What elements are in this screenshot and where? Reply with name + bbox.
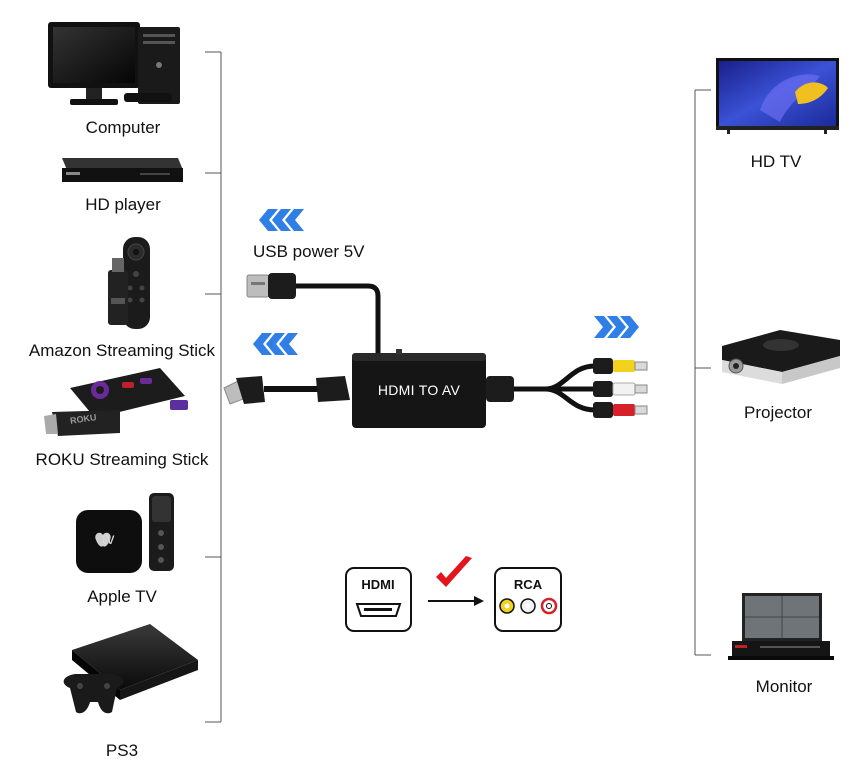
usb-power-label: USB power 5V [253,242,365,261]
computer-icon [48,22,180,105]
source-label-computer: Computer [85,118,161,137]
monitor-icon [728,593,834,660]
apple-tv-logo-text: tv [102,531,115,548]
output-label-hd-tv: HD TV [750,152,802,171]
hdmi-card-label: HDMI [361,577,395,592]
usb-cable [246,273,381,355]
rca-card-label: RCA [513,577,543,592]
roku-stick-icon [44,368,188,436]
amazon-stick-icon [108,237,150,329]
source-label-amazon-stick: Amazon Streaming Stick [28,341,216,360]
converter-box [352,349,486,428]
hdmi-input-arrows-icon [253,333,298,355]
rca-card [494,567,562,632]
rca-cable [486,358,648,418]
output-label-monitor: Monitor [755,677,813,696]
hd-tv-icon [716,58,839,134]
right-bracket [694,89,711,656]
projector-icon [722,330,840,384]
ps3-icon [63,624,198,714]
left-bracket [205,51,222,723]
converter-label: HDMI TO AV [377,382,461,398]
hdmi-cable [223,376,350,405]
usb-arrows-icon [259,209,304,231]
output-label-projector: Projector [743,403,813,422]
apple-tv-icon [76,493,174,573]
av-output-arrows-icon [594,316,639,338]
check-icon [436,556,472,587]
source-label-ps3: PS3 [105,741,139,760]
source-label-roku-stick: ROKU Streaming Stick [35,450,209,469]
hdmi-card [345,567,412,632]
convert-arrow-icon [428,596,484,606]
source-label-apple-tv: Apple TV [87,587,157,606]
hd-player-icon [62,158,183,182]
source-label-hd-player: HD player [85,195,161,214]
